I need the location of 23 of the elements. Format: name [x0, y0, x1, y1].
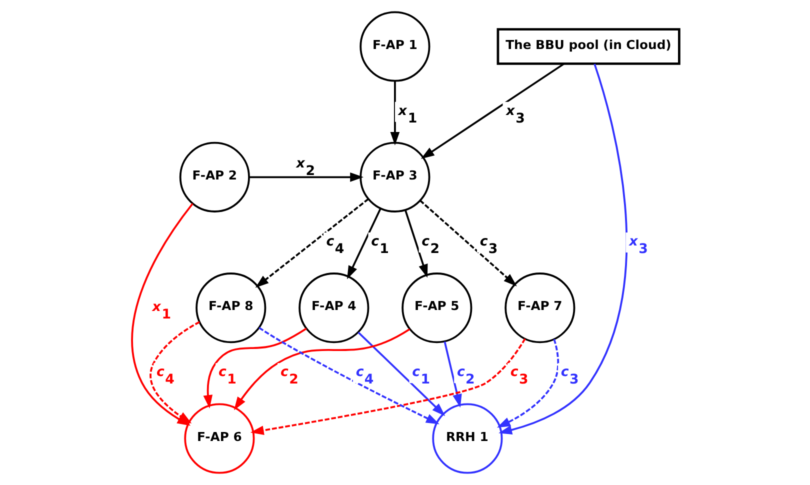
node-circle: F-AP 3: [359, 142, 430, 212]
node-circle: F-AP 5: [401, 272, 472, 344]
arrow: [248, 172, 363, 182]
node-circle: F-AP 8: [195, 272, 266, 344]
arrow: [420, 62, 564, 159]
arrow: [258, 327, 439, 424]
arrow: [346, 208, 381, 280]
node-circle: F-AP 1: [359, 11, 430, 82]
arrow: [498, 64, 627, 435]
arrow: [149, 321, 200, 424]
arrow: [496, 338, 559, 428]
arrow: [250, 338, 526, 435]
arrow: [404, 210, 428, 278]
node-circle: F-AP 6: [184, 403, 254, 474]
arrow: [202, 328, 306, 408]
arrow: [390, 80, 400, 146]
arrow: [233, 328, 410, 410]
node-box: The BBU pool (in Cloud): [496, 28, 680, 65]
arrow: [254, 198, 368, 288]
node-circle: F-AP 4: [298, 272, 369, 344]
arrow: [357, 332, 445, 416]
node-circle: F-AP 2: [178, 142, 250, 212]
arrow: [443, 341, 462, 408]
